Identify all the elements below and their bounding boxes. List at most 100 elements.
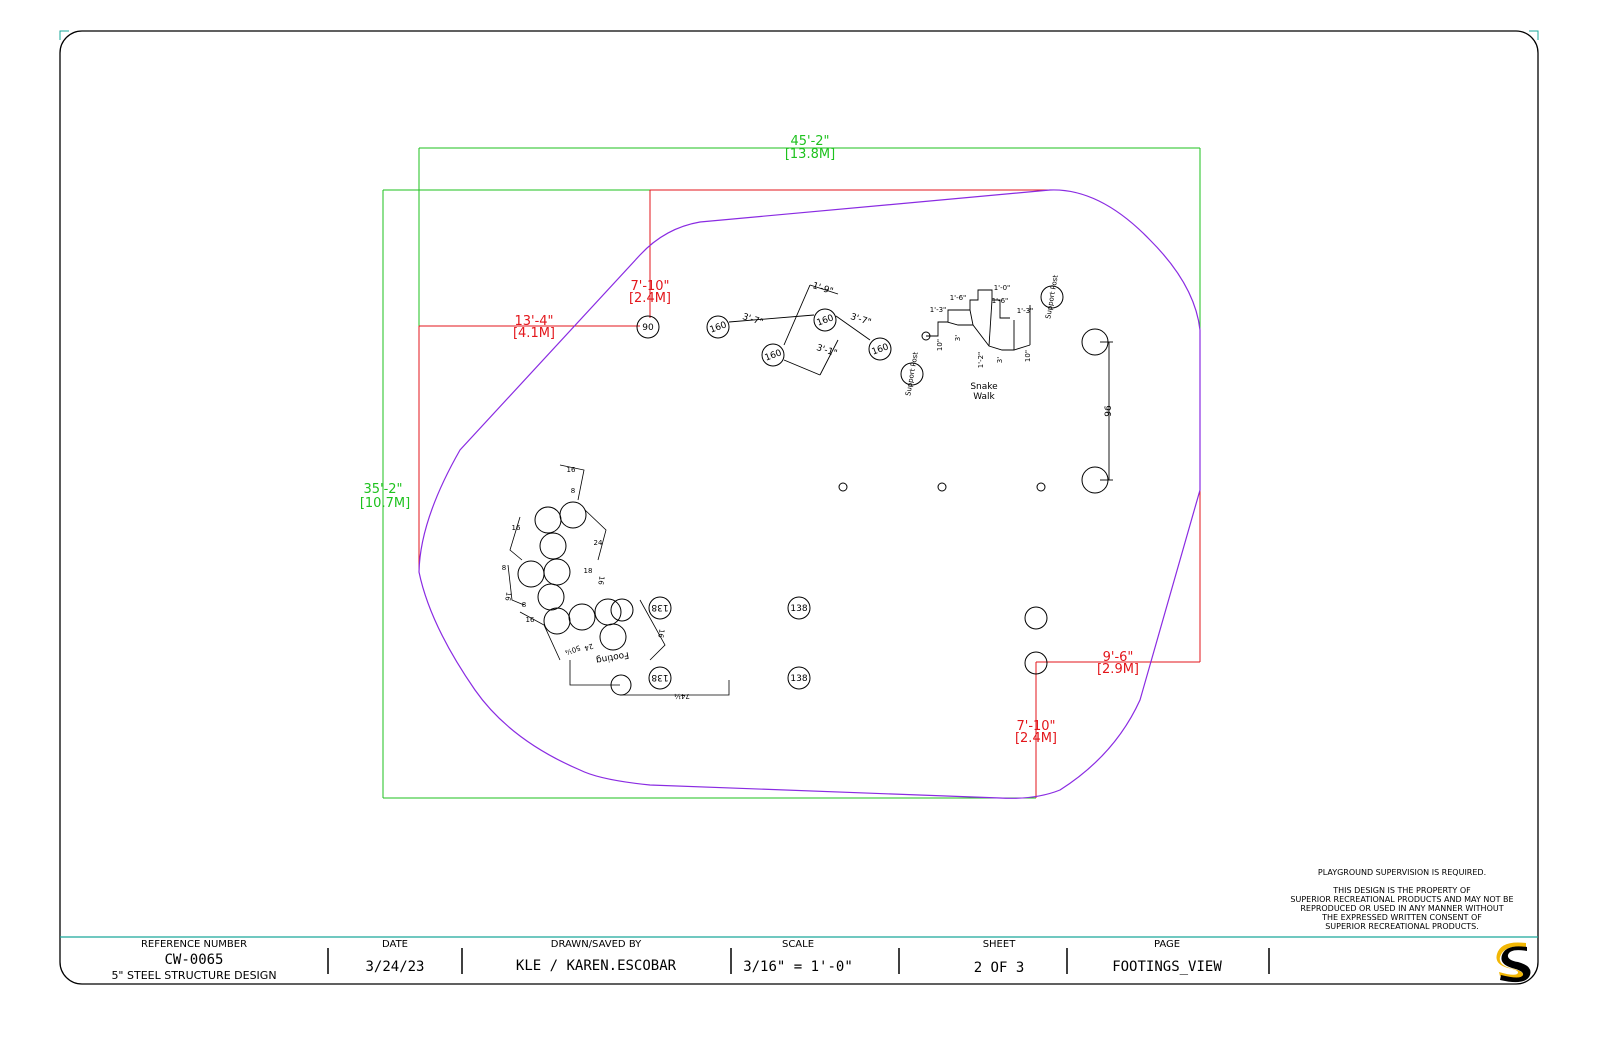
property-note-line: REPRODUCED OR USED IN ANY MANNER WITHOUT: [1300, 904, 1503, 913]
dim-label: 24: [583, 642, 595, 653]
snake-walk-detail: [926, 289, 1031, 351]
support-post-label: Support Post: [1044, 274, 1060, 320]
footing-cluster: [517, 501, 634, 651]
snake-walk-label: Walk: [973, 392, 995, 402]
reference-number-value: CW-0065: [164, 952, 223, 968]
footing-circle: [787, 666, 811, 690]
dim-label: 16: [503, 591, 513, 602]
dim-label: 50¼: [564, 643, 582, 656]
left-offset-label: 13'-4": [514, 314, 553, 329]
footing-circle: [838, 482, 848, 492]
footing-label-138: 138: [651, 602, 668, 612]
top-offset-metric: [2.4M]: [629, 291, 671, 306]
dim-label: 3'-7": [849, 312, 872, 328]
spacing-dimension: [1100, 341, 1113, 481]
width-dimension-label: 45'-2": [790, 134, 829, 149]
footing-circle: [787, 596, 811, 620]
supervision-note: PLAYGROUND SUPERVISION IS REQUIRED.: [1318, 868, 1486, 877]
title-block: REFERENCE NUMBER CW-0065 5" STEEL STRUCT…: [111, 939, 1270, 982]
footing-callout: Footing: [595, 649, 630, 665]
design-notes: PLAYGROUND SUPERVISION IS REQUIRED. THIS…: [1290, 868, 1513, 931]
footing-label-90: 90: [642, 323, 654, 333]
footing-circle: [648, 666, 672, 690]
dim-label: 1'-9": [811, 281, 834, 297]
page-value: FOOTINGS_VIEW: [1112, 959, 1222, 975]
dim-label: 96: [1104, 405, 1114, 417]
footings: [610, 285, 1109, 696]
footing-circle: [761, 343, 785, 367]
dim-label: 3': [996, 357, 1004, 363]
dim-label: 24: [594, 539, 603, 547]
dim-label: 10": [1024, 350, 1032, 362]
footing-label-138: 138: [651, 672, 668, 682]
dim-label: 16: [656, 628, 666, 639]
footing-circle: [648, 596, 672, 620]
property-note-line: SUPERIOR RECREATIONAL PRODUCTS AND MAY N…: [1290, 895, 1513, 904]
footing-label-138: 138: [790, 674, 807, 684]
bottom-offset-metric: [2.4M]: [1015, 731, 1057, 746]
dim-label: 10": [936, 339, 944, 351]
scale-label: SCALE: [782, 939, 814, 950]
footing-circle: [706, 315, 730, 339]
bottom-offset-label: 7'-10": [1016, 719, 1055, 734]
cluster-dimension-lines: [507, 464, 730, 696]
footing-circle: [1040, 285, 1064, 309]
use-zone-boundary: [418, 189, 1201, 799]
height-dimension-metric: [10.7M]: [360, 496, 410, 511]
dim-label: 18: [584, 567, 593, 575]
dim-label: 1'-6": [992, 297, 1009, 305]
offset-dimensions: [418, 189, 1201, 798]
property-note-line: THIS DESIGN IS THE PROPERTY OF: [1332, 886, 1471, 895]
dim-label: 3': [954, 335, 962, 341]
footing-circle: [813, 308, 837, 332]
climber-frame-detail: [728, 284, 871, 376]
width-dimension-metric: [13.8M]: [785, 147, 835, 162]
sheet-value: 2 OF 3: [974, 960, 1025, 976]
top-offset-label: 7'-10": [630, 279, 669, 294]
height-dimension-label: 35'-2": [363, 482, 402, 497]
overall-dimensions: [382, 147, 1201, 799]
page-label: PAGE: [1154, 939, 1180, 950]
dim-label: 8: [522, 601, 526, 609]
dim-label: 16: [596, 575, 606, 586]
date-value: 3/24/23: [365, 959, 424, 975]
scale-value: 3/16" = 1'-0": [743, 959, 853, 975]
dim-label: 3'-7": [741, 312, 764, 328]
footing-label-160: 160: [871, 342, 891, 357]
left-offset-metric: [4.1M]: [513, 326, 555, 341]
reference-description: 5" STEEL STRUCTURE DESIGN: [111, 969, 276, 982]
right-offset-metric: [2.9M]: [1097, 662, 1139, 677]
sheet-label: SHEET: [983, 939, 1017, 950]
footing-circle: [937, 482, 947, 492]
right-offset-label: 9'-6": [1103, 650, 1134, 665]
dim-label: 1'-2": [977, 352, 985, 369]
dim-label: 1'-0": [994, 284, 1011, 292]
dim-label: 8: [502, 564, 506, 572]
footing-circle: [1024, 651, 1048, 675]
date-label: DATE: [382, 939, 408, 950]
footing-label-160: 160: [764, 348, 784, 363]
footing-circle: [900, 362, 924, 386]
property-note-line: THE EXPRESSED WRITTEN CONSENT OF: [1321, 913, 1482, 922]
dim-label: 8: [571, 487, 575, 495]
dim-label: 16: [567, 466, 576, 474]
dim-label: 16: [512, 524, 521, 532]
company-logo-icon: [1496, 942, 1531, 983]
footing-label-138: 138: [790, 604, 807, 614]
support-post-label: Support Post: [904, 351, 920, 397]
footing-circle: [1036, 482, 1046, 492]
reference-number-label: REFERENCE NUMBER: [141, 939, 247, 950]
dim-label: 16: [526, 616, 535, 624]
snake-walk-label: Snake: [970, 382, 998, 392]
property-note-line: SUPERIOR RECREATIONAL PRODUCTS.: [1325, 922, 1479, 931]
footing-label-160: 160: [816, 313, 836, 328]
footing-label-160: 160: [709, 320, 729, 335]
drawn-by-value: KLE / KAREN.ESCOBAR: [516, 958, 677, 974]
footing-circle: [1024, 606, 1048, 630]
drawn-by-label: DRAWN/SAVED BY: [551, 939, 642, 950]
dim-label: 1'-3": [1017, 307, 1034, 315]
footing-circle: [868, 337, 892, 361]
dim-label: 1'-3": [930, 306, 947, 314]
footing-circle: [636, 315, 660, 339]
